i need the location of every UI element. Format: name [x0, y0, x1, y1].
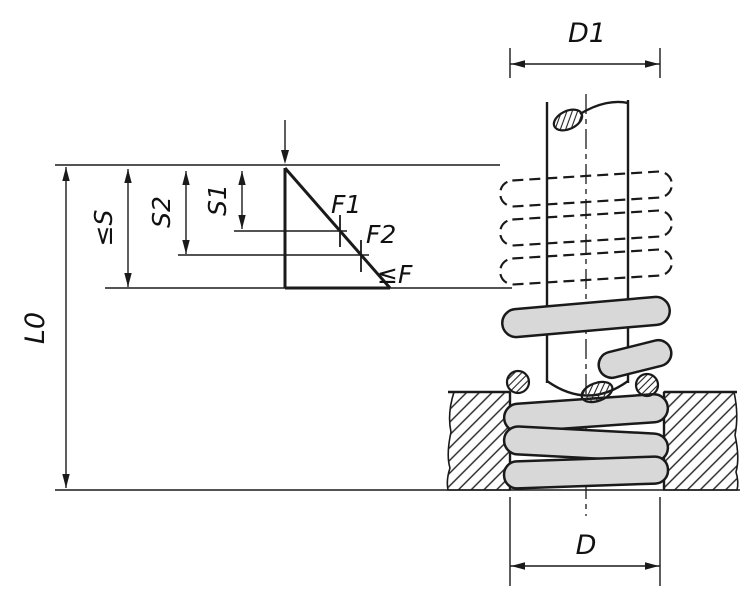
arrowhead — [511, 562, 525, 570]
spring-free-state-coils — [499, 170, 673, 286]
spring-coil — [501, 295, 671, 339]
label-s-max: ≤S — [89, 209, 118, 246]
spring-coil — [502, 455, 670, 490]
arrowhead — [511, 60, 525, 68]
label-l0: L0 — [20, 312, 51, 344]
ghost-coil — [499, 170, 673, 208]
arrowhead — [182, 171, 190, 185]
dimension-l0 — [62, 167, 70, 488]
dimension-d1 — [509, 48, 661, 78]
arrowhead — [182, 240, 190, 254]
rod-top-curve — [579, 100, 629, 116]
label-s2: S2 — [147, 196, 176, 228]
label-f1: F1 — [331, 190, 361, 219]
arrowhead — [645, 562, 659, 570]
label-f2: F2 — [366, 220, 396, 249]
label-d1: D1 — [568, 18, 606, 49]
arrowhead — [238, 171, 246, 185]
wire-section-left — [505, 369, 531, 395]
arrowhead — [645, 60, 659, 68]
arrowhead — [62, 474, 70, 488]
dimension-s1 — [238, 171, 246, 229]
ghost-coil — [499, 209, 673, 247]
wire-section-center — [580, 380, 614, 404]
arrowhead — [238, 215, 246, 229]
ground-block-left — [446, 390, 512, 491]
apex-pointer — [281, 120, 289, 164]
arrowhead — [124, 273, 132, 287]
arrowhead — [281, 150, 289, 164]
arrowhead — [62, 167, 70, 181]
dimension-s2 — [182, 171, 190, 254]
arrowhead — [124, 169, 132, 183]
dimension-s-max — [124, 169, 132, 287]
ground-block-right — [662, 390, 739, 491]
triangle-hypotenuse — [283, 167, 392, 289]
dimension-d — [509, 497, 661, 586]
label-d: D — [576, 530, 597, 561]
wire-cross-sections — [505, 108, 660, 404]
spring-coil-partial — [597, 338, 673, 380]
label-s1: S1 — [203, 184, 232, 216]
spring-compressed-coils — [501, 295, 673, 490]
wire-section-right — [634, 372, 660, 398]
wire-section-top — [552, 108, 584, 132]
ghost-coil — [499, 248, 673, 286]
label-f-max: ≤F — [377, 260, 413, 289]
force-deflection-triangle — [178, 167, 392, 290]
